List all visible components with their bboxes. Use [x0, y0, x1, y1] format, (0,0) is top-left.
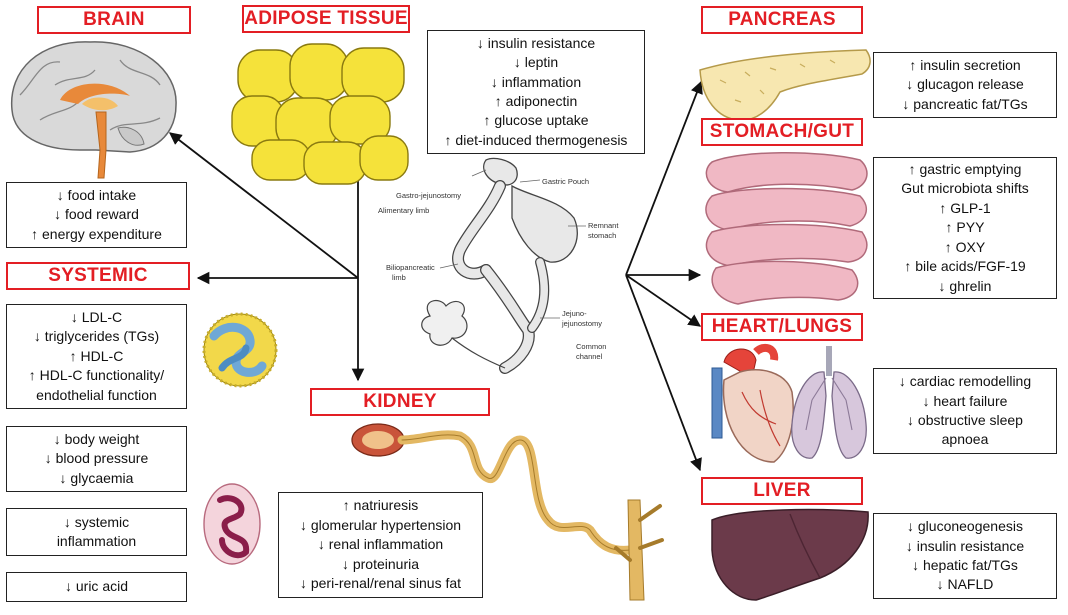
box-heart-lungs: ↓ cardiac remodelling ↓ heart failure ↓ …: [873, 368, 1057, 454]
label-limb: limb: [392, 273, 406, 282]
intestine-illustration: [705, 151, 868, 305]
label-jejunostomy: jejunostomy: [561, 319, 602, 328]
lipoprotein-illustration: [202, 312, 278, 388]
box-systemic-metabolic: ↓ body weight ↓ blood pressure ↓ glycaem…: [6, 426, 187, 492]
label-alimentary-limb: Alimentary limb: [378, 206, 429, 215]
box-brain: ↓ food intake ↓ food reward ↑ energy exp…: [6, 182, 187, 248]
label-common: Common: [576, 342, 606, 351]
box-systemic-uric: ↓ uric acid: [6, 572, 187, 602]
box-systemic-inflammation: ↓ systemic inflammation: [6, 508, 187, 556]
label-biliopancreatic: Biliopancreatic: [386, 263, 435, 272]
title-systemic: SYSTEMIC: [6, 262, 190, 290]
box-systemic-lipids: ↓ LDL-C ↓ triglycerides (TGs) ↑ HDL-C ↑ …: [6, 304, 187, 409]
label-channel: channel: [576, 352, 603, 361]
label-remnant: Remnant: [588, 221, 619, 230]
label-jejuno: Jejuno-: [562, 309, 587, 318]
nephron-illustration: [351, 423, 664, 601]
pancreas-illustration: [699, 49, 871, 121]
title-heart-lungs: HEART/LUNGS: [701, 313, 863, 341]
title-liver: LIVER: [701, 477, 863, 505]
liver-illustration: [711, 508, 869, 601]
box-pancreas: ↑ insulin secretion ↓ glucagon release ↓…: [873, 52, 1057, 118]
cell-illustration: [203, 483, 261, 565]
label-gastric-pouch: Gastric Pouch: [542, 177, 589, 186]
arrows-left: [169, 132, 365, 382]
box-stomach-gut: ↑ gastric emptying Gut microbiota shifts…: [873, 157, 1057, 299]
label-gastro-jejunostomy: Gastro-jejunostomy: [396, 191, 461, 200]
title-adipose: ADIPOSE TISSUE: [242, 5, 410, 33]
title-pancreas: PANCREAS: [701, 6, 863, 34]
title-brain: BRAIN: [37, 6, 191, 34]
box-liver: ↓ gluconeogenesis ↓ insulin resistance ↓…: [873, 513, 1057, 599]
label-stomach: stomach: [588, 231, 616, 240]
bypass-diagram: Gastric Pouch Gastro-jejunostomy Aliment…: [378, 157, 619, 374]
adipose-illustration: [231, 43, 409, 185]
arrows-right: [625, 80, 703, 472]
lungs-illustration: [791, 346, 867, 459]
heart-illustration: [711, 343, 794, 463]
brain-illustration: [10, 41, 177, 179]
title-kidney: KIDNEY: [310, 388, 490, 416]
title-stomach-gut: STOMACH/GUT: [701, 118, 863, 146]
box-kidney: ↑ natriuresis ↓ glomerular hypertension …: [278, 492, 483, 598]
box-adipose: ↓ insulin resistance ↓ leptin ↓ inflamma…: [427, 30, 645, 154]
